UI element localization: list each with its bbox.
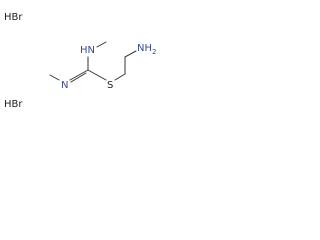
salt-label-top: HBr [4, 12, 23, 23]
bond-s-ch2 [114, 73, 126, 81]
atom-label-nh2-main: NH [137, 43, 152, 54]
bond-carbon-s [87, 69, 107, 81]
bond-methyl-upper [96, 41, 107, 48]
structure-diagram: HBr HBr HN N S NH2 [4, 12, 156, 110]
bond-carbon-n-1 [69, 69, 89, 81]
atom-label-s: S [107, 80, 113, 91]
atom-label-nh2-subscript: 2 [152, 48, 156, 56]
salt-label-bottom: HBr [4, 99, 23, 110]
bond-methyl-lower [49, 74, 60, 81]
atom-label-nh2: NH2 [137, 43, 156, 56]
bond-ch2-nh2 [124, 50, 137, 58]
bond-carbon-n-2 [70, 72, 87, 83]
atom-label-hn: HN [80, 45, 95, 56]
atom-label-n: N [61, 80, 68, 91]
